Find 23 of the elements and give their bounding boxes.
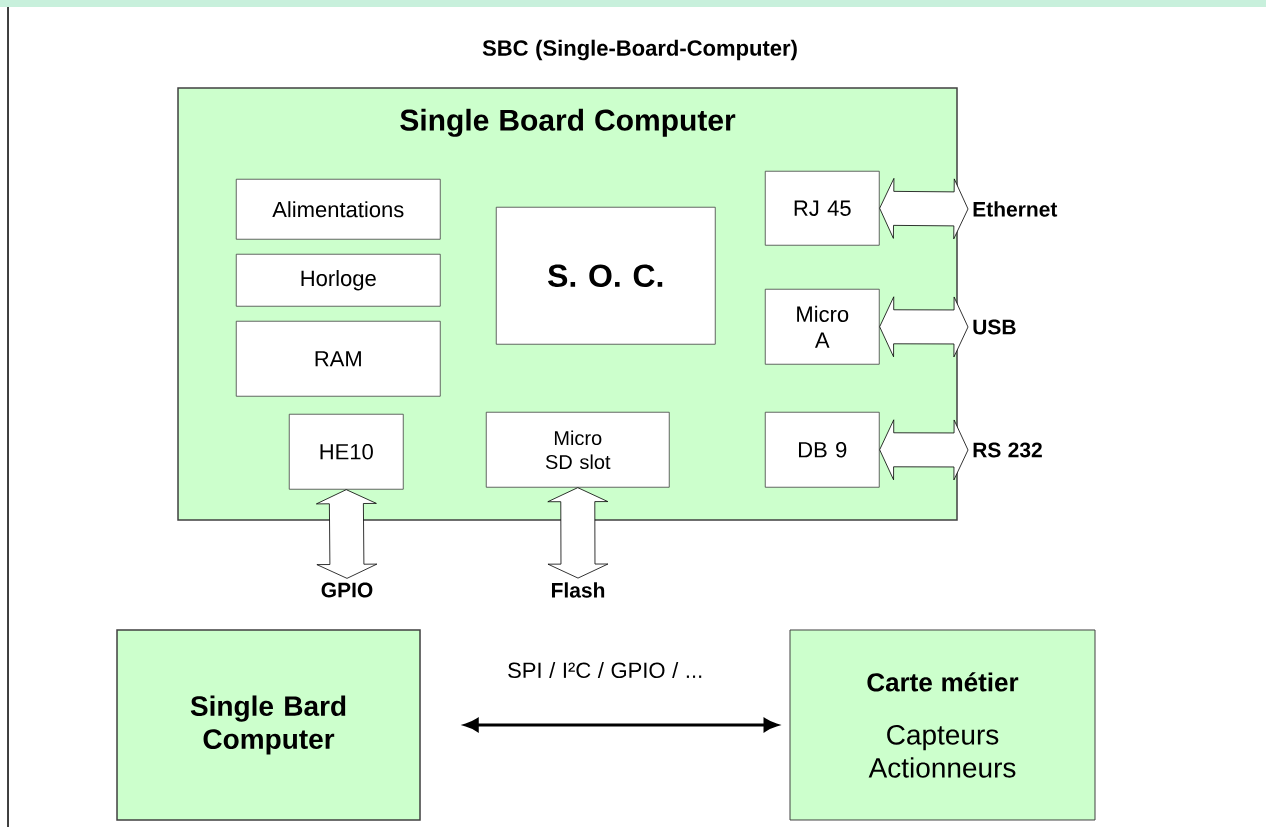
component-box: DB 9: [764, 411, 880, 488]
board-box: Carte métier Capteurs Actionneurs: [789, 629, 1096, 821]
title: SBC (Single-Board-Computer): [482, 39, 797, 61]
board-box: Single Bard Computer: [116, 629, 421, 821]
component-box: HE10: [288, 413, 404, 490]
component-box: Micro SD slot: [485, 411, 670, 488]
block-arrow: [547, 487, 609, 579]
component-box: RAM: [235, 320, 441, 397]
component-box: Horloge: [235, 253, 441, 307]
component-box: S. O. C.: [495, 206, 716, 345]
interface-label: USB: [973, 319, 1016, 335]
block-arrow: [879, 419, 969, 481]
block-arrow: [879, 177, 969, 240]
block-arrow: [879, 296, 969, 358]
component-box: Micro A: [764, 288, 880, 365]
interface-label: RS 232: [973, 442, 1042, 458]
interface-label: Ethernet: [973, 201, 1058, 217]
component-box: RJ 45: [764, 170, 880, 246]
interface-label: Flash: [552, 582, 605, 598]
block-arrow: [316, 489, 378, 579]
interface-label: GPIO: [321, 582, 373, 598]
edge-label: SPI / I²C / GPIO / ...: [505, 659, 706, 681]
component-box: Alimentations: [235, 178, 441, 240]
